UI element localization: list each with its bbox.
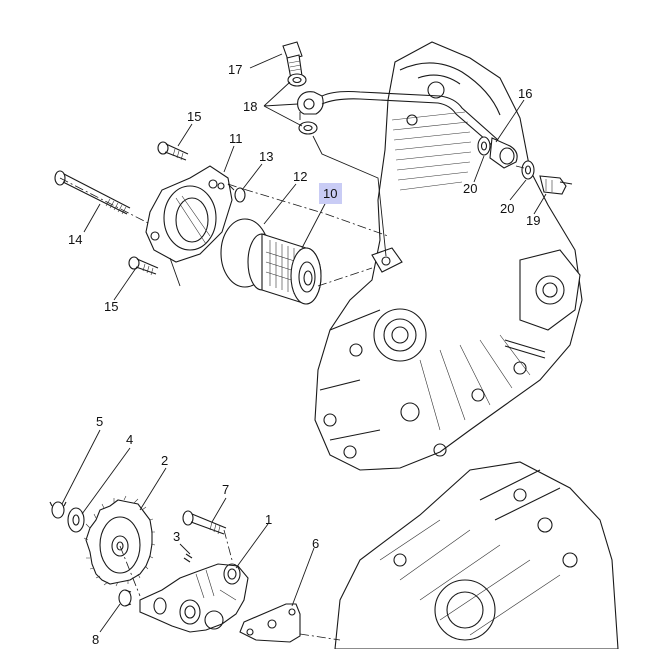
part-8-pin bbox=[118, 589, 132, 607]
crankcase-right-upper bbox=[314, 41, 583, 471]
part-16-oil-pipe bbox=[297, 90, 518, 169]
leader-lines bbox=[61, 53, 547, 633]
callout-7[interactable]: 7 bbox=[222, 482, 229, 497]
callout-11[interactable]: 11 bbox=[229, 131, 243, 146]
callout-10[interactable]: 10 bbox=[323, 186, 337, 201]
part-18-washers bbox=[287, 73, 318, 135]
part-11-filter-cover bbox=[145, 165, 233, 263]
callout-labels: 17 18 16 15 11 13 12 10 20 20 19 14 15 5… bbox=[68, 62, 540, 647]
assembly-lines bbox=[59, 112, 525, 641]
part-5-circlip bbox=[49, 501, 67, 519]
callout-20-right[interactable]: 20 bbox=[500, 201, 514, 216]
part-6-strainer-plate bbox=[239, 603, 301, 643]
part-4-washer bbox=[67, 507, 85, 533]
part-10-oil-filter bbox=[247, 233, 322, 305]
part-13-o-ring bbox=[234, 187, 246, 203]
callout-4[interactable]: 4 bbox=[126, 432, 133, 447]
part-2-gear bbox=[83, 495, 156, 587]
part-3-pin bbox=[183, 553, 193, 563]
callout-19[interactable]: 19 bbox=[526, 213, 540, 228]
part-14-bolt bbox=[54, 170, 131, 215]
callout-20-left[interactable]: 20 bbox=[463, 181, 477, 196]
callout-15-lower[interactable]: 15 bbox=[104, 299, 118, 314]
callout-2[interactable]: 2 bbox=[161, 453, 168, 468]
crankcase-left-lower bbox=[334, 461, 619, 650]
callout-3[interactable]: 3 bbox=[173, 529, 180, 544]
callout-13[interactable]: 13 bbox=[259, 149, 273, 164]
callout-12[interactable]: 12 bbox=[293, 169, 307, 184]
callout-1[interactable]: 1 bbox=[265, 512, 272, 527]
callout-8[interactable]: 8 bbox=[92, 632, 99, 647]
part-20-washers bbox=[477, 136, 535, 180]
part-19-union-bolt bbox=[539, 175, 573, 195]
part-17-union-bolt bbox=[282, 41, 303, 80]
highlight-box-10 bbox=[319, 183, 342, 204]
callout-5[interactable]: 5 bbox=[96, 414, 103, 429]
callout-6[interactable]: 6 bbox=[312, 536, 319, 551]
part-15-bolt-upper bbox=[157, 141, 189, 161]
callout-15-upper[interactable]: 15 bbox=[187, 109, 201, 124]
part-15-bolt-lower bbox=[128, 256, 159, 276]
callout-17[interactable]: 17 bbox=[228, 62, 242, 77]
callout-14[interactable]: 14 bbox=[68, 232, 82, 247]
part-7-bolt bbox=[182, 510, 227, 535]
callout-18[interactable]: 18 bbox=[243, 99, 257, 114]
callout-16[interactable]: 16 bbox=[518, 86, 532, 101]
part-1-oil-pump bbox=[139, 563, 249, 633]
